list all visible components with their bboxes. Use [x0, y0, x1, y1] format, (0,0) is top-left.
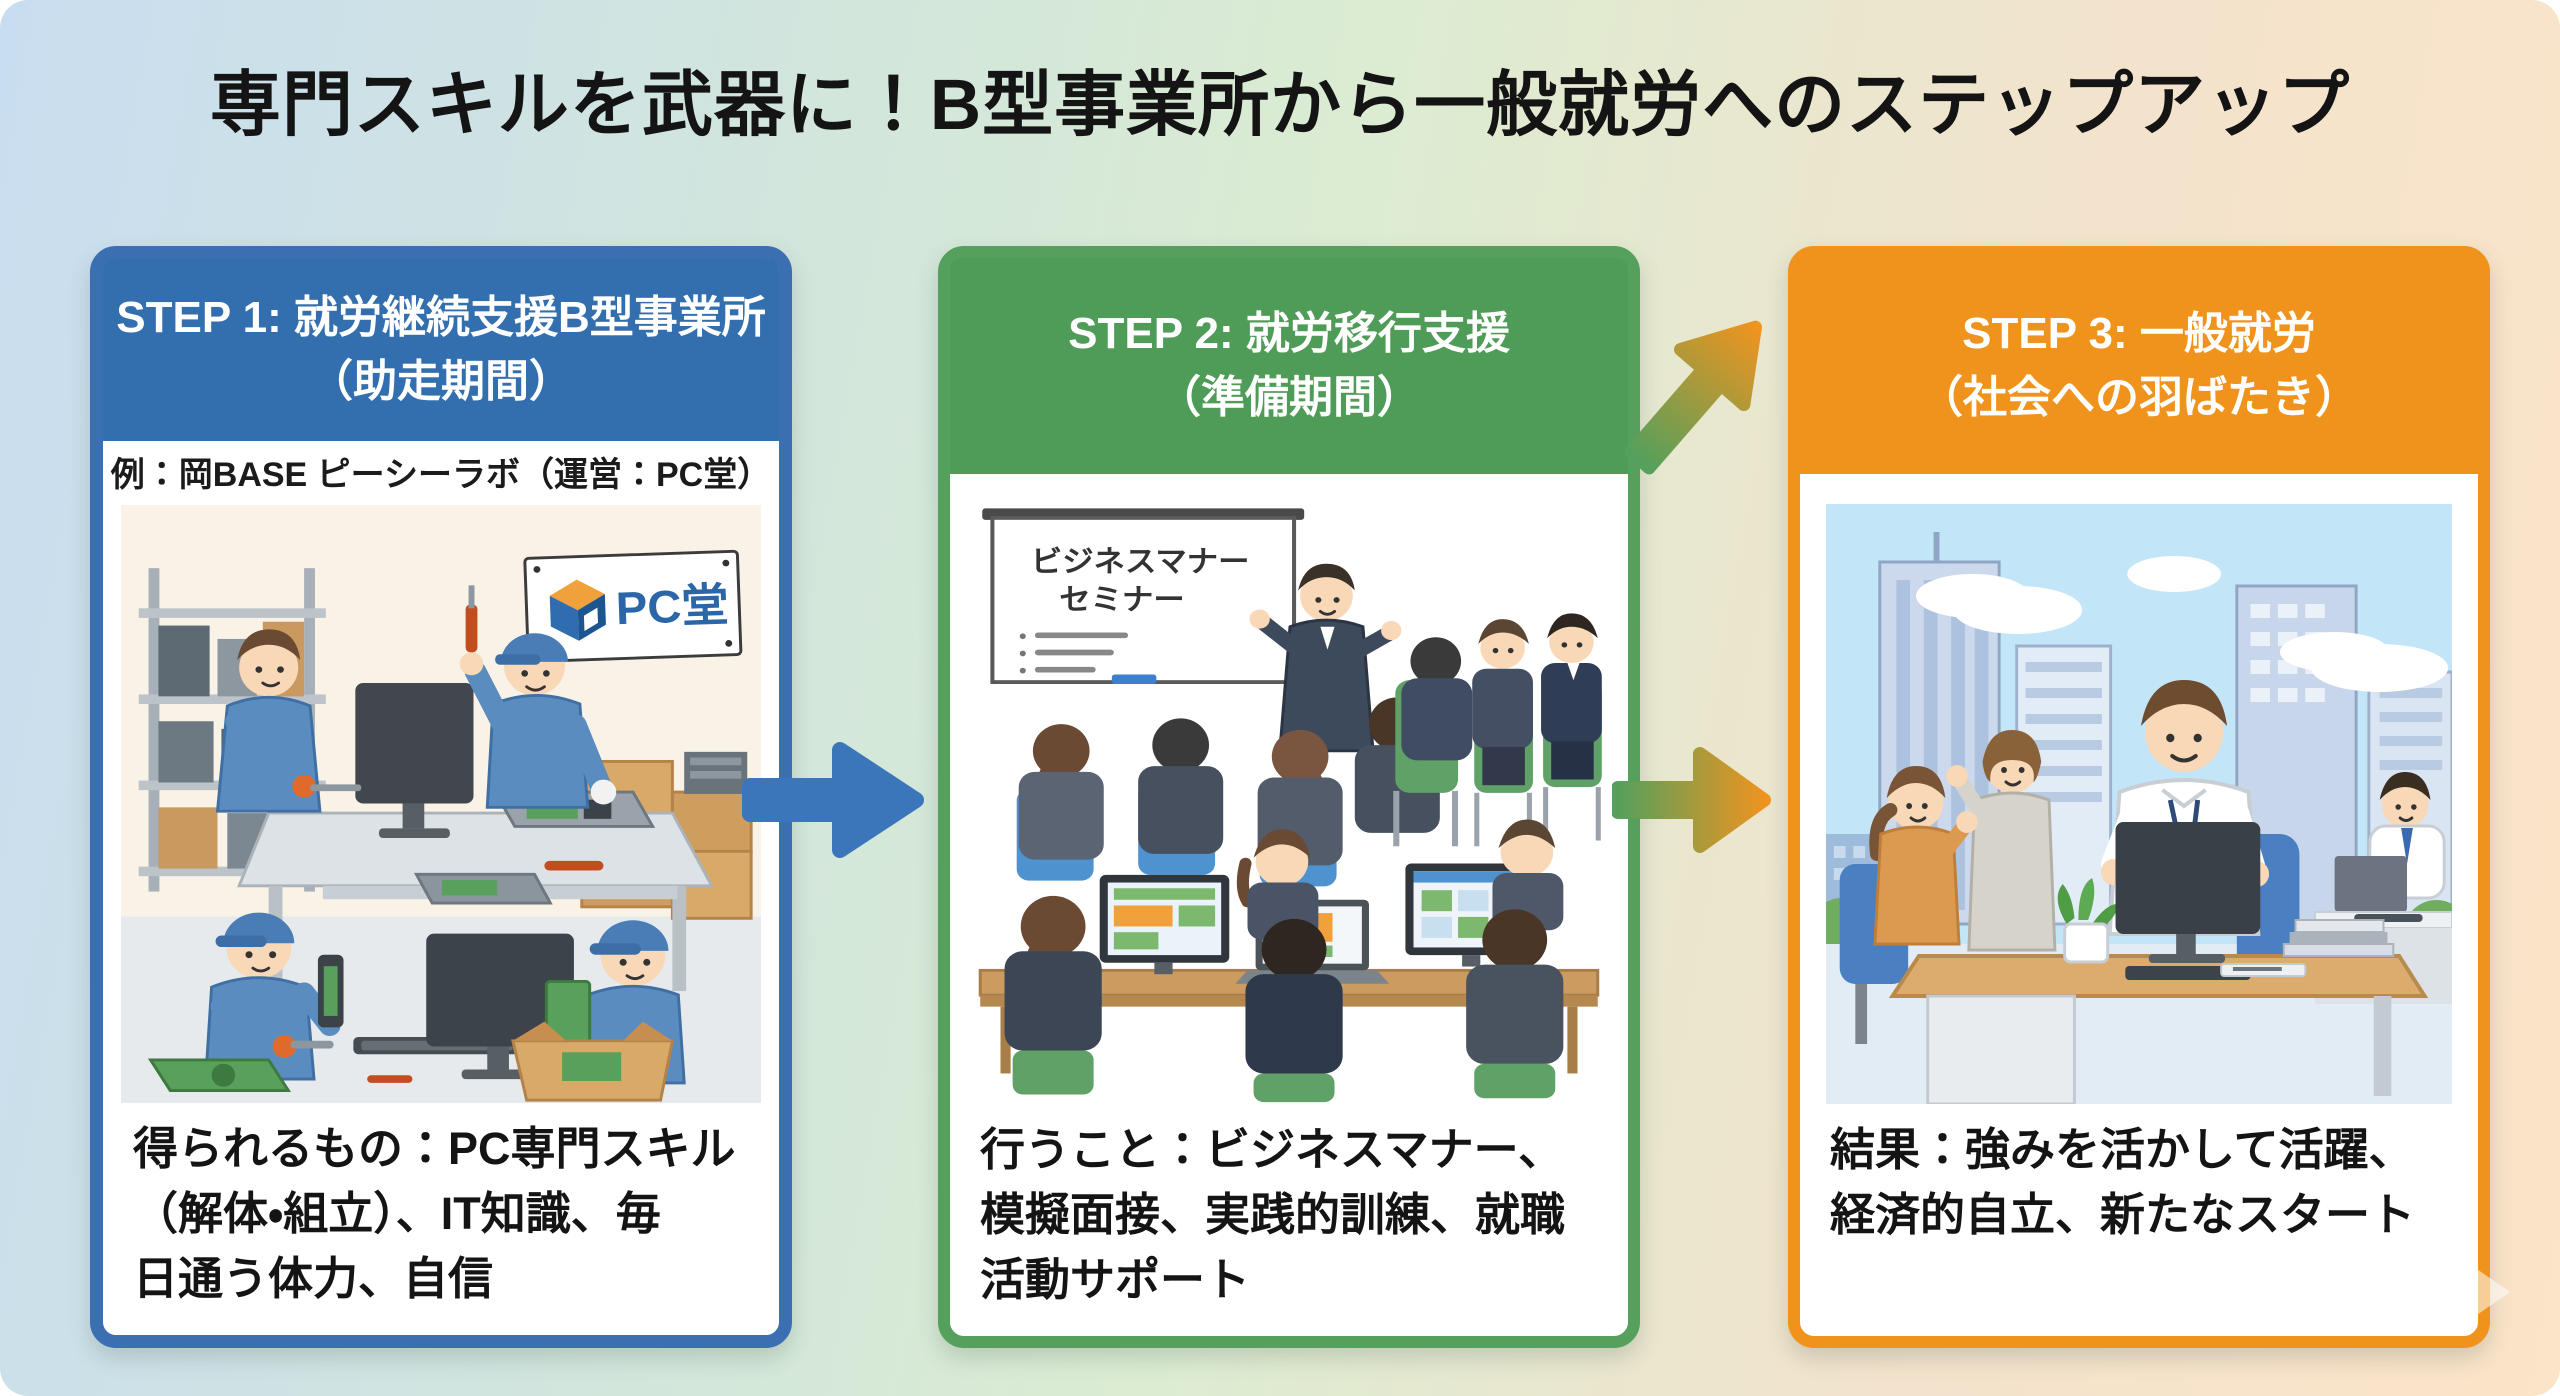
presenter-figure	[1249, 563, 1402, 753]
colleague-seated	[1839, 766, 1978, 1044]
bottom-monitor	[426, 933, 574, 1080]
office-scene	[1826, 504, 2452, 1104]
step1-example-label: 例：岡BASE ピーシーラボ（運営：PC堂）	[103, 441, 779, 501]
worker-man-packing	[511, 920, 686, 1102]
interviewer-1	[1472, 619, 1533, 847]
training-scene: ビジネスマナー セミナー	[960, 474, 1618, 1104]
step3-panel: STEP 3: 一般就労 （社会への羽ばたき）	[1788, 246, 2490, 1348]
trainee-face-1	[1255, 836, 1309, 887]
pcdo-sign-text: PC堂	[615, 579, 730, 634]
watermark-chevron-icon	[2458, 1256, 2510, 1328]
arrow-step1-to-step2-icon	[742, 742, 924, 858]
arrow-diagonal-up-icon	[1624, 320, 1762, 475]
clouds	[1915, 556, 2449, 692]
main-desk	[1888, 822, 2429, 1104]
arrow-step2-to-step3-icon	[1612, 747, 1771, 853]
step2-panel: STEP 2: 就労移行支援 （準備期間） ビジネスマナー セミナー	[938, 246, 1640, 1348]
step2-illustration: ビジネスマナー セミナー	[960, 474, 1618, 1104]
whiteboard-text-line1: ビジネスマナー	[1031, 545, 1250, 578]
desk-books	[2220, 919, 2395, 977]
page-title: 専門スキルを武器に！B型事業所から一般就労へのステップアップ	[209, 66, 2351, 145]
colleague-standing	[1946, 730, 2057, 952]
trainee-face-2	[1500, 827, 1554, 877]
whiteboard-text-line2: セミナー	[1059, 583, 1184, 616]
worker-woman	[215, 629, 362, 813]
training-monitor-1	[1099, 874, 1230, 975]
mock-interview-group	[1393, 613, 1602, 847]
step2-description: 行うこと：ビジネスマナー、 模擬面接、実践的訓練、就職 活動サポート	[980, 1124, 1566, 1305]
step1-illustration: PC堂	[121, 505, 761, 1103]
step3-illustration	[1826, 504, 2452, 1104]
trainee-back-2	[1245, 918, 1343, 1103]
step1-header: STEP 1: 就労継続支援B型事業所 （助走期間）	[103, 259, 779, 441]
step1-panel: STEP 1: 就労継続支援B型事業所 （助走期間） 例：岡BASE ピーシーラ…	[90, 246, 792, 1348]
step1-description: 得られるもの：PC専門スキル （解体・組立）、IT知識、毎 日通う体力、自信	[133, 1123, 736, 1304]
step3-header: STEP 3: 一般就労 （社会への羽ばたき）	[1800, 258, 2478, 474]
desk-monitor	[355, 682, 474, 838]
trainee-back-1	[1004, 895, 1102, 1095]
pcdo-cube-logo	[549, 579, 606, 641]
worker-man-front-desk	[204, 912, 344, 1081]
pc-workshop-scene: PC堂	[121, 505, 761, 1103]
step2-header: STEP 2: 就労移行支援 （準備期間）	[950, 258, 1628, 474]
interviewer-2	[1541, 613, 1602, 841]
trainee-back-3	[1466, 909, 1564, 1099]
pcdo-sign: PC堂	[523, 549, 743, 663]
pc-training-group	[978, 819, 1600, 1103]
desk-monitor3	[2115, 822, 2261, 980]
worker-man-screwdriver	[459, 585, 617, 809]
seminar-whiteboard: ビジネスマナー セミナー	[982, 508, 1305, 684]
step3-description: 結果：強みを活かして活躍、 経済的自立、新たなスタート	[1830, 1124, 2416, 1240]
desk-plant	[2057, 878, 2120, 964]
